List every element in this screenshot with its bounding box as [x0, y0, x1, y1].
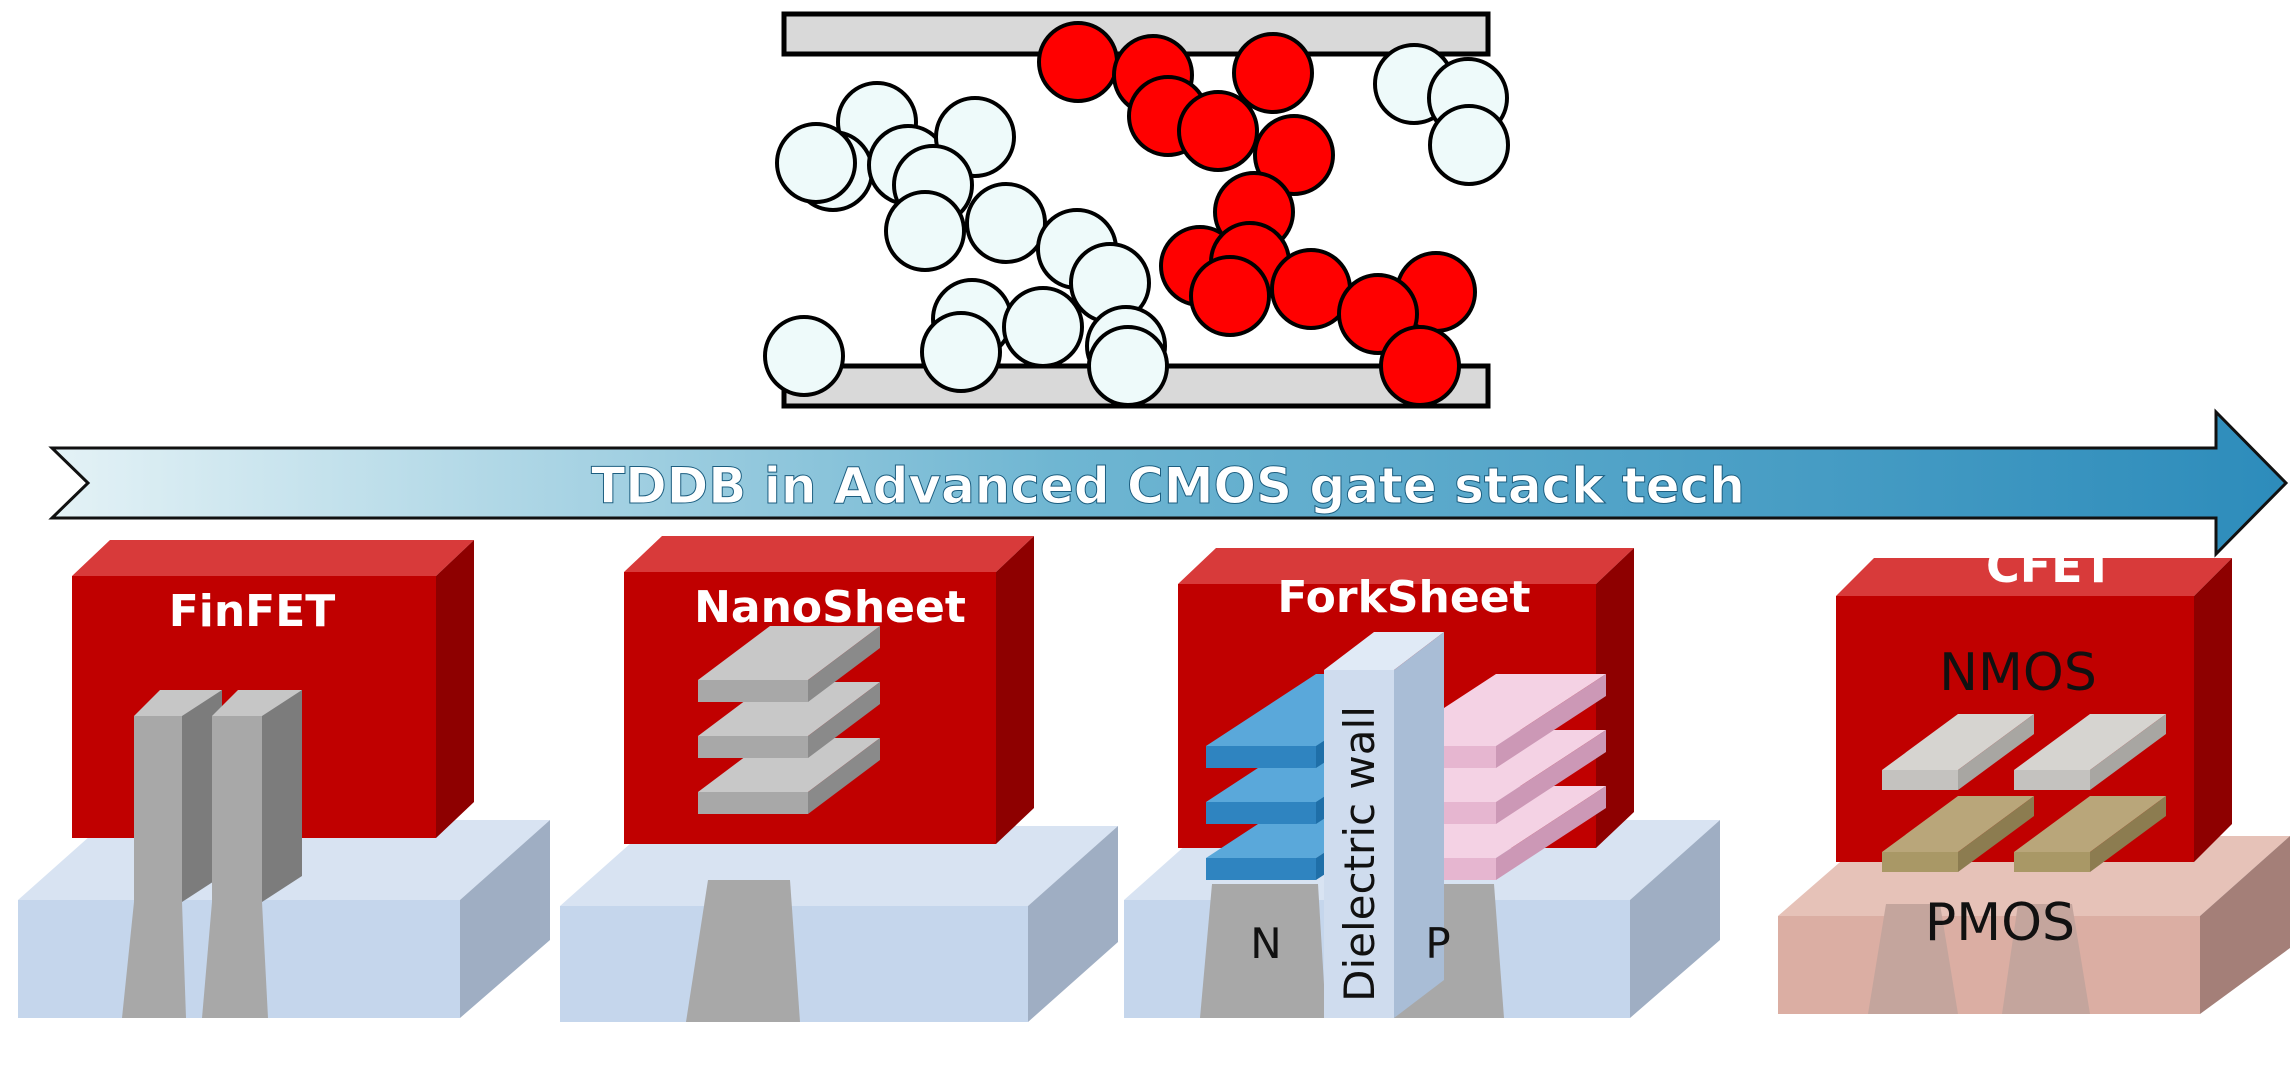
p-label: P	[1425, 919, 1450, 968]
defect-site	[1232, 32, 1314, 114]
nmos-label: NMOS	[1939, 643, 2097, 703]
n-label: N	[1250, 919, 1281, 968]
progress-arrow: TDDB in Advanced CMOS gate stack tech	[48, 408, 2289, 558]
forksheet-title: ForkSheet	[1277, 572, 1530, 623]
defect-site	[1379, 325, 1461, 407]
device-forksheet: Dielectric wall N P ForkSheet	[1124, 548, 1720, 1018]
defect-site	[1037, 21, 1119, 103]
neutral-site	[1428, 104, 1510, 186]
device-cfet: NMOS PMOS CFET	[1778, 539, 2290, 1014]
neutral-site	[1002, 286, 1084, 368]
neutral-site	[775, 122, 857, 204]
finfet-title: FinFET	[169, 586, 336, 637]
neutral-site	[920, 311, 1002, 393]
pmos-label: PMOS	[1925, 893, 2075, 953]
cfet-title: CFET	[1986, 539, 2115, 593]
defect-site	[1177, 90, 1259, 172]
neutral-site	[965, 182, 1047, 264]
device-finfet: FinFET	[18, 540, 550, 1018]
oxide-defect-spheres	[763, 21, 1510, 407]
neutral-site	[763, 315, 845, 397]
neutral-site	[1087, 325, 1169, 407]
banner-text: TDDB in Advanced CMOS gate stack tech	[591, 457, 1745, 515]
nanosheet-title: NanoSheet	[694, 582, 966, 633]
defect-site	[1253, 114, 1335, 196]
nanosheet-stack	[698, 626, 880, 814]
dielectric-wall	[1324, 632, 1444, 670]
dielectric-wall-label: Dielectric wall	[1335, 706, 1384, 1002]
neutral-site	[884, 190, 966, 272]
cfet-sheets	[1882, 714, 2166, 872]
breakdown-illustration	[763, 11, 1510, 409]
device-nanosheet: NanoSheet	[560, 536, 1118, 1022]
defect-site	[1189, 255, 1271, 337]
arrow-shape	[48, 408, 2289, 558]
